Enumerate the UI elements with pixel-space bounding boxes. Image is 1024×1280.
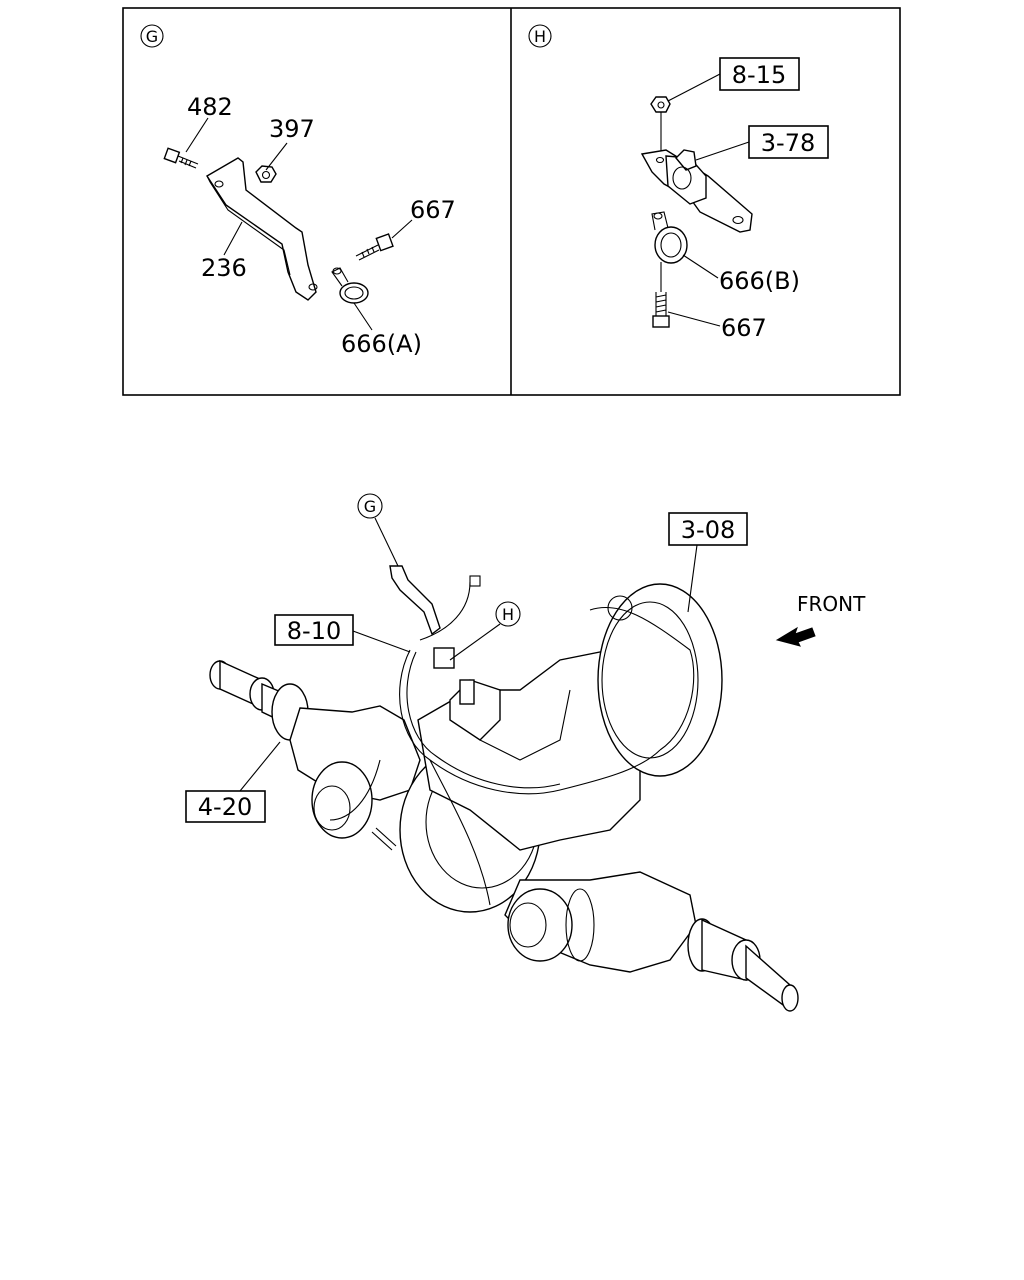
clamp-666b [651, 211, 688, 264]
front-label: FRONT [797, 592, 866, 616]
detail-h-marker-circle [528, 24, 552, 48]
line-to-left-brake [329, 759, 381, 821]
harness-8-10 [399, 649, 661, 795]
ref-box-4-20 [185, 790, 266, 823]
ref-8-10: 8-10 [287, 617, 341, 645]
axle-shaft-right [687, 918, 799, 1012]
connector-plug [469, 575, 481, 587]
leader-397 [265, 142, 288, 171]
nut-8-15 [650, 96, 671, 113]
line-to-right-brake [429, 759, 491, 906]
brake-chamber-right [507, 888, 595, 962]
ref-8-15: 8-15 [732, 61, 786, 89]
bolt-667-g [355, 233, 394, 261]
bracket-236-edge [206, 175, 291, 276]
front-arrow-icon [775, 626, 816, 647]
bracket-3-78 [640, 149, 753, 233]
callout-g-circle [357, 493, 383, 519]
clamp-h-location [433, 647, 455, 669]
detail-g: G 482 [140, 24, 456, 358]
label-667-g: 667 [410, 196, 456, 224]
ref-3-08: 3-08 [681, 516, 735, 544]
bracket-g-location [389, 565, 441, 636]
callout-g: G [364, 497, 376, 516]
label-236: 236 [201, 254, 247, 282]
callout-h: H [502, 605, 514, 624]
detail-g-marker: G [146, 27, 158, 46]
leader-666a [353, 302, 373, 331]
ref-3-78: 3-78 [761, 129, 815, 157]
leader-667-h [667, 311, 721, 327]
leader-236 [223, 221, 243, 256]
detail-h-marker: H [534, 27, 546, 46]
leader-667-g [391, 219, 413, 239]
bolt-667-h [652, 292, 670, 328]
leader-3-08 [687, 544, 698, 613]
disc-3-08 [597, 583, 723, 777]
bracket-hole-lower [308, 283, 318, 291]
label-397: 397 [269, 115, 315, 143]
label-666b: 666(B) [719, 267, 800, 295]
label-666a: 666(A) [341, 330, 422, 358]
harness-8-10-parallel [406, 651, 561, 789]
upper-piping [589, 606, 695, 751]
bracket-hole-upper [214, 180, 224, 188]
leader-3-78 [695, 141, 750, 161]
leader-8-10 [352, 630, 411, 653]
leader-callout-g [374, 517, 399, 567]
bracket-post [459, 679, 475, 705]
leader-4-20 [239, 741, 281, 792]
leader-666b [682, 254, 719, 279]
ref-box-3-08 [668, 512, 748, 546]
ref-4-20: 4-20 [198, 793, 252, 821]
detail-h: H 8-15 [528, 24, 829, 342]
label-667-h: 667 [721, 314, 767, 342]
connector-wire [419, 581, 471, 641]
nut-397 [255, 165, 277, 183]
callout-h-circle [495, 601, 521, 627]
ref-box-8-10 [274, 614, 354, 646]
clamp-666a [331, 267, 369, 304]
rear-axle-assembly [209, 565, 799, 1012]
label-482: 482 [187, 93, 233, 121]
leader-8-15 [667, 73, 721, 102]
leader-482 [185, 117, 209, 153]
bolt-482 [163, 147, 199, 169]
detail-g-marker-circle [140, 24, 164, 48]
leader-callout-h [449, 623, 501, 661]
brake-chamber-left [311, 761, 397, 851]
